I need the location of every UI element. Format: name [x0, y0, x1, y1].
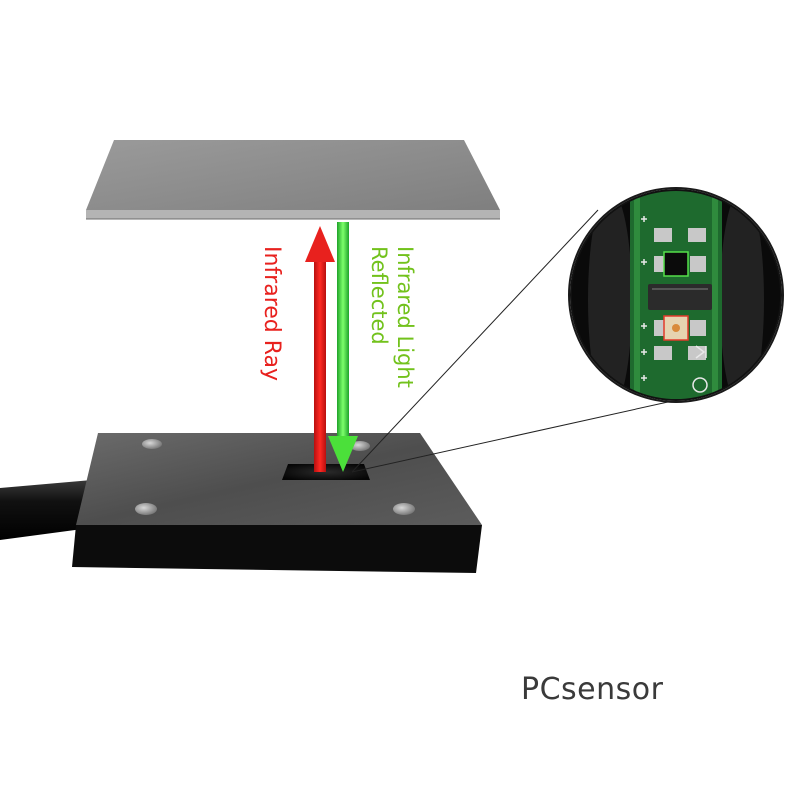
reflected-light-label: Infrared Light Reflected — [366, 246, 419, 388]
pcb-board — [630, 190, 722, 400]
sensor-module — [72, 433, 482, 573]
sensor-cable — [0, 480, 92, 540]
reflected-light-label-line2: Reflected — [366, 246, 391, 345]
reflected-light-label-line1: Infrared Light — [393, 246, 417, 388]
photodiode-highlight — [663, 251, 689, 277]
reflected-light-arrow — [328, 222, 358, 472]
infrared-ray-arrow — [305, 226, 335, 472]
infrared-ray-label: Infrared Ray — [259, 246, 284, 382]
brand-logo-text: PCsensor — [521, 672, 664, 707]
reflector-plate — [86, 140, 500, 220]
ic-chip — [648, 284, 712, 310]
magnifier-lens — [568, 187, 784, 403]
mounting-hole — [135, 439, 415, 515]
zoom-callout-lines — [351, 209, 687, 473]
